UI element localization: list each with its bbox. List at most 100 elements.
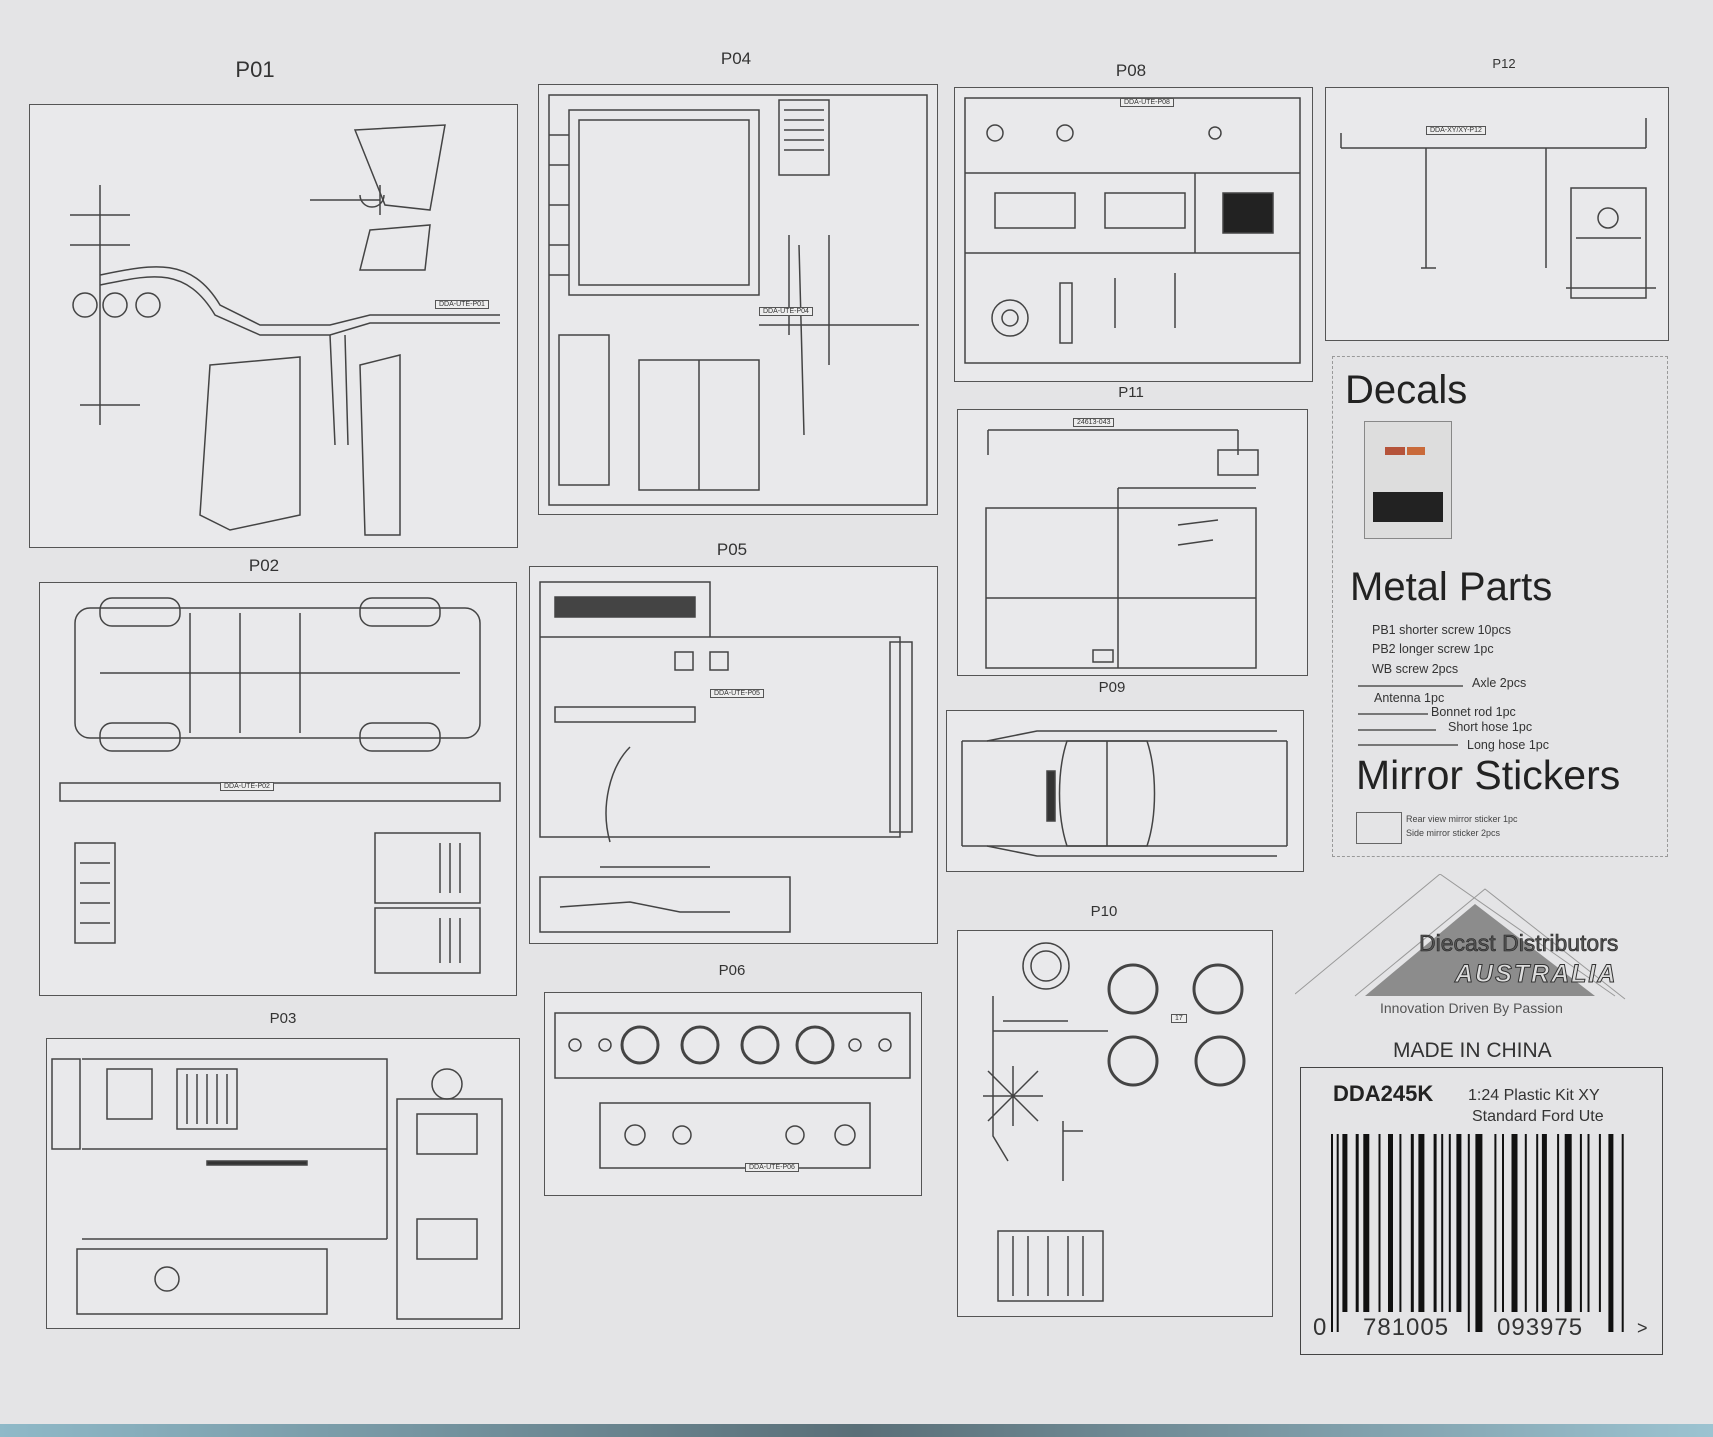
barcode-bar: [1621, 1134, 1624, 1332]
decal-sheet-image: [1364, 421, 1452, 539]
sprue-p12-drawing: [1340, 118, 1656, 299]
box-edge: [0, 1424, 1713, 1437]
barcode-bar: [1579, 1134, 1582, 1312]
barcode-digit: 781005: [1363, 1314, 1450, 1342]
sprue-label-p01: P01: [235, 57, 275, 82]
barcode-bar: [1410, 1134, 1414, 1312]
sprue-p03: [46, 1038, 520, 1329]
barcode-bar: [1511, 1134, 1518, 1312]
short-hose-icon: [1358, 729, 1436, 731]
barcode-bar: [1475, 1134, 1483, 1332]
sprue-p06: DDA-UTE-P06: [544, 992, 922, 1196]
sprue-label-p05: P05: [716, 540, 748, 559]
metal-part-item: Antenna 1pc: [1374, 691, 1445, 705]
barcode-bar: [1342, 1134, 1348, 1312]
barcode-bar: [1418, 1134, 1425, 1312]
metal-part-item: Long hose 1pc: [1467, 738, 1550, 752]
sprue-p08: DDA-UTE-P08: [954, 87, 1313, 382]
sprue-label-p06: P06: [718, 962, 746, 979]
barcode-bar: [1536, 1134, 1539, 1312]
barcode-bar: [1494, 1134, 1497, 1312]
barcode-bar: [1388, 1134, 1393, 1312]
sprue-tag: DDA-UTE-P05: [710, 689, 764, 698]
sprue-tag: DDA-UTE-P06: [745, 1163, 799, 1172]
axle-icon: [1358, 685, 1463, 687]
metal-part-item: Axle 2pcs: [1472, 676, 1527, 690]
product-code: DDA245K: [1333, 1081, 1434, 1106]
metal-part-item: Bonnet rod 1pc: [1431, 705, 1516, 719]
product-description: 1:24 Plastic Kit XY Standard Ford Ute: [1468, 1085, 1604, 1127]
product-label-box: DDA245K 1:24 Plastic Kit XY Standard For…: [1300, 1067, 1663, 1355]
barcode-bar: [1448, 1134, 1451, 1312]
sprue-label-p10: P10: [1090, 903, 1118, 920]
barcode-digit: 093975: [1497, 1314, 1584, 1342]
sprue-label-p09: P09: [1098, 679, 1126, 696]
barcode-bar: [1557, 1134, 1560, 1312]
sprue-p01: DDA-UTE-P01: [29, 104, 518, 548]
barcode-bar: [1399, 1134, 1402, 1312]
barcode-bar: [1355, 1134, 1359, 1312]
sprue-p01-drawing: [70, 124, 500, 536]
sprue-label-p04: P04: [720, 49, 752, 68]
metal-part-item: WB screw 2pcs: [1372, 662, 1459, 676]
sprue-tag: 24613-043: [1073, 418, 1115, 427]
sprue-p06-drawing: [554, 1012, 911, 1169]
sprue-p10-drawing: [983, 942, 1246, 1302]
product-description-line1: 1:24 Plastic Kit XY: [1468, 1087, 1600, 1104]
barcode-bar: [1608, 1134, 1614, 1332]
bonnet-rod-icon: [1358, 713, 1428, 715]
made-in-label: MADE IN CHINA: [1393, 1039, 1552, 1062]
sprue-label-p08: P08: [1115, 61, 1147, 80]
sprue-tag: DDA-XY/XY-P12: [1426, 126, 1486, 135]
barcode-bar: [1433, 1134, 1437, 1312]
sprue-tag: DDA-UTE-P04: [759, 307, 813, 316]
metal-parts-title: Metal Parts: [1350, 565, 1553, 609]
sprue-label-p03: P03: [269, 1010, 297, 1027]
logo-mountain-icon: [1295, 874, 1626, 1000]
decals-title: Decals: [1345, 368, 1468, 412]
logo-tagline: Innovation Driven By Passion: [1380, 1000, 1563, 1016]
sprue-p11: 24613-043: [957, 409, 1308, 676]
sprue-p09-drawing: [961, 730, 1288, 857]
sprue-label-p02: P02: [248, 556, 280, 575]
mirror-sticker-item: Rear view mirror sticker 1pc: [1406, 814, 1518, 824]
mirror-sticker-item: Side mirror sticker 2pcs: [1406, 828, 1501, 838]
sprue-tag: DDA-UTE-P08: [1120, 98, 1174, 107]
sprue-tag: 17: [1171, 1014, 1187, 1023]
sprue-p03-drawing: [51, 1058, 503, 1320]
mirror-stickers-title: Mirror Stickers: [1356, 752, 1621, 798]
barcode-bar: [1363, 1134, 1370, 1312]
barcode-bar: [1441, 1134, 1444, 1312]
barcode-bar: [1502, 1134, 1504, 1312]
barcode-bar: [1336, 1134, 1339, 1332]
logo-line1: Diecast Distributors: [1419, 930, 1619, 957]
sprue-p11-drawing: [985, 429, 1259, 669]
barcode-bar: [1378, 1134, 1381, 1312]
barcode-bar: [1331, 1134, 1333, 1332]
barcode-digit: 0: [1313, 1314, 1328, 1342]
long-hose-icon: [1358, 744, 1458, 746]
sprue-p09: [946, 710, 1304, 872]
sprue-label-p11: P11: [1118, 384, 1144, 401]
sprue-p10: 17: [957, 930, 1273, 1317]
product-description-line2: Standard Ford Ute: [1472, 1108, 1604, 1125]
sprue-p08-drawing: [964, 97, 1301, 364]
barcode-bar: [1456, 1134, 1462, 1312]
barcode-digit: >: [1637, 1318, 1649, 1339]
metal-part-item: PB2 longer screw 1pc: [1372, 642, 1494, 656]
barcode: [1331, 1134, 1624, 1332]
sprue-p02: DDA-UTE-P02: [39, 582, 517, 996]
sprue-p04: DDA-UTE-P04: [538, 84, 938, 515]
sprue-p12: DDA-XY/XY-P12: [1325, 87, 1669, 341]
sprue-p05: DDA-UTE-P05: [529, 566, 938, 944]
barcode-bar: [1467, 1134, 1470, 1332]
mirror-sticker-icon: [1356, 812, 1402, 844]
sprue-p04-drawing: [548, 94, 928, 506]
metal-part-item: PB1 shorter screw 10pcs: [1372, 623, 1511, 637]
metal-part-item: Short hose 1pc: [1448, 720, 1533, 734]
sprue-p02-drawing: [59, 597, 501, 974]
sprue-tag: DDA-UTE-P02: [220, 782, 274, 791]
sprue-label-p12: P12: [1492, 56, 1516, 71]
brand-logo: Diecast Distributors AUSTRALIA Innovatio…: [1295, 874, 1660, 1024]
barcode-bar: [1598, 1134, 1601, 1312]
